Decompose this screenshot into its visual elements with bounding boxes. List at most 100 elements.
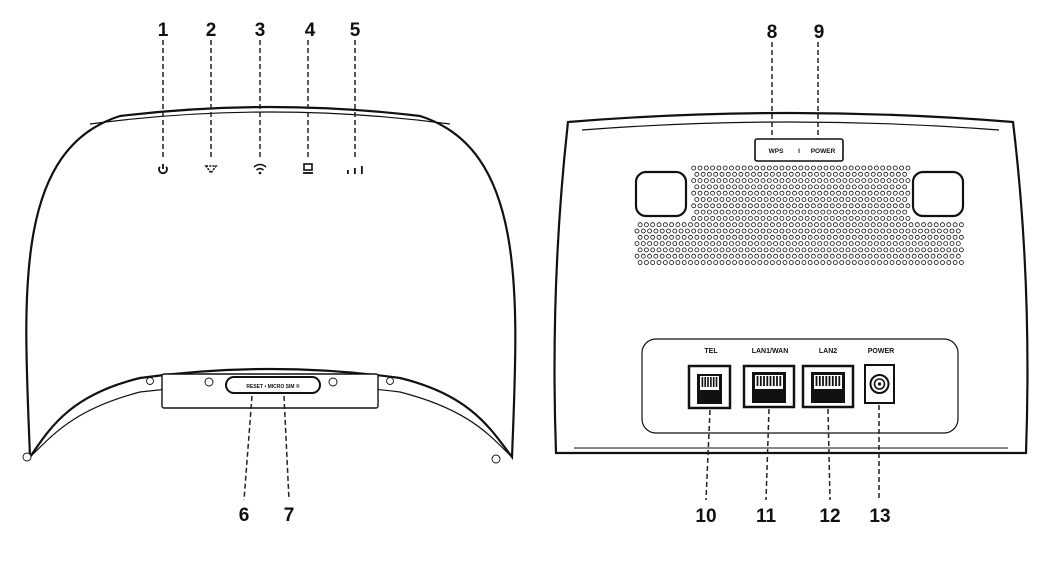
callout-number: 2: [206, 20, 217, 41]
vent-hole: [892, 203, 898, 209]
vent-hole: [811, 203, 816, 209]
vent-hole: [719, 260, 725, 265]
vent-hole: [892, 215, 898, 221]
vent-hole: [703, 178, 709, 184]
lan2-port[interactable]: [801, 364, 855, 409]
vent-hole: [902, 247, 908, 253]
vent-hole: [896, 260, 901, 265]
vent-hole: [940, 234, 945, 240]
vent-hole: [905, 203, 911, 209]
vent-hole: [814, 209, 819, 215]
vent-hole: [851, 184, 857, 190]
callout-number: 8: [767, 22, 778, 43]
vent-hole: [700, 184, 706, 190]
lan1-port-label: LAN1/WAN: [752, 348, 789, 355]
vent-hole: [735, 253, 741, 259]
vent-hole: [889, 247, 895, 253]
vent-hole: [820, 184, 826, 190]
reset-sim-slot[interactable]: [225, 376, 321, 394]
tel-port[interactable]: [687, 364, 732, 410]
vent-hole: [738, 247, 744, 253]
vent-hole: [864, 184, 870, 190]
vent-hole: [669, 234, 674, 240]
vent-hole: [880, 253, 886, 259]
vent-hole: [836, 178, 841, 184]
vent-hole: [782, 247, 788, 253]
vent-hole: [817, 228, 823, 234]
vent-hole: [757, 260, 763, 265]
vent-hole: [788, 260, 794, 265]
vent-hole: [738, 197, 744, 202]
vent-hole: [820, 234, 826, 240]
vent-hole: [811, 215, 816, 221]
vent-hole: [804, 203, 810, 209]
vent-hole: [640, 241, 646, 247]
vent-hole: [776, 197, 782, 202]
vent-hole: [691, 215, 697, 221]
vent-hole: [807, 247, 813, 253]
vent-hole: [707, 209, 712, 215]
port-pin: [707, 377, 709, 387]
vent-hole: [836, 253, 841, 259]
vent-hole: [735, 241, 741, 247]
vent-hole: [757, 234, 763, 240]
vent-hole: [820, 247, 826, 253]
vent-hole: [864, 260, 870, 265]
vent-hole: [763, 197, 769, 202]
vent-hole: [763, 209, 769, 215]
vent-hole: [659, 241, 665, 247]
vent-hole: [937, 228, 942, 234]
vent-hole: [678, 228, 684, 234]
vent-hole: [741, 253, 747, 259]
vent-hole: [820, 209, 826, 215]
lan-led-icon: [303, 163, 313, 174]
vent-hole: [760, 241, 766, 247]
wps-button[interactable]: WPS: [769, 148, 784, 155]
vent-hole: [656, 222, 662, 228]
vent-hole: [760, 203, 766, 209]
port-pin: [825, 376, 828, 386]
vent-hole: [814, 197, 819, 202]
vent-hole: [807, 260, 813, 265]
vent-hole: [644, 260, 649, 265]
vent-hole: [864, 247, 870, 253]
vent-hole: [823, 241, 829, 247]
vent-hole: [700, 171, 706, 177]
vent-hole: [804, 190, 810, 196]
port-pin: [759, 376, 762, 386]
power-jack[interactable]: [864, 364, 895, 404]
vent-hole: [707, 260, 712, 265]
vent-hole: [785, 215, 791, 221]
vent-hole: [703, 203, 709, 209]
vent-hole: [691, 190, 697, 196]
vent-hole: [877, 171, 882, 177]
vent-hole: [716, 203, 722, 209]
vent-hole: [656, 260, 662, 265]
vent-hole: [899, 215, 904, 221]
vent-hole: [952, 247, 958, 253]
vent-hole: [892, 253, 898, 259]
vent-hole: [836, 228, 841, 234]
vent-hole: [766, 215, 772, 221]
port-pin: [818, 376, 821, 386]
vent-hole: [902, 209, 908, 215]
vent-hole: [691, 228, 697, 234]
vent-hole: [748, 190, 753, 196]
vent-hole: [722, 165, 728, 171]
lan1-wan-port[interactable]: [742, 364, 796, 409]
power-button[interactable]: POWER: [811, 148, 836, 155]
vent-hole: [823, 228, 829, 234]
vent-hole: [889, 171, 895, 177]
vent-hole: [896, 184, 901, 190]
vent-hole: [732, 171, 737, 177]
power-led-icon: [158, 164, 168, 175]
vent-hole: [943, 241, 949, 247]
vent-hole: [757, 184, 763, 190]
vent-hole: [748, 228, 753, 234]
vent-hole: [874, 253, 879, 259]
vent-hole: [770, 184, 775, 190]
vent-hole: [659, 228, 665, 234]
vent-hole: [722, 215, 728, 221]
vent-hole: [694, 171, 700, 177]
callout-number: 7: [284, 505, 295, 526]
